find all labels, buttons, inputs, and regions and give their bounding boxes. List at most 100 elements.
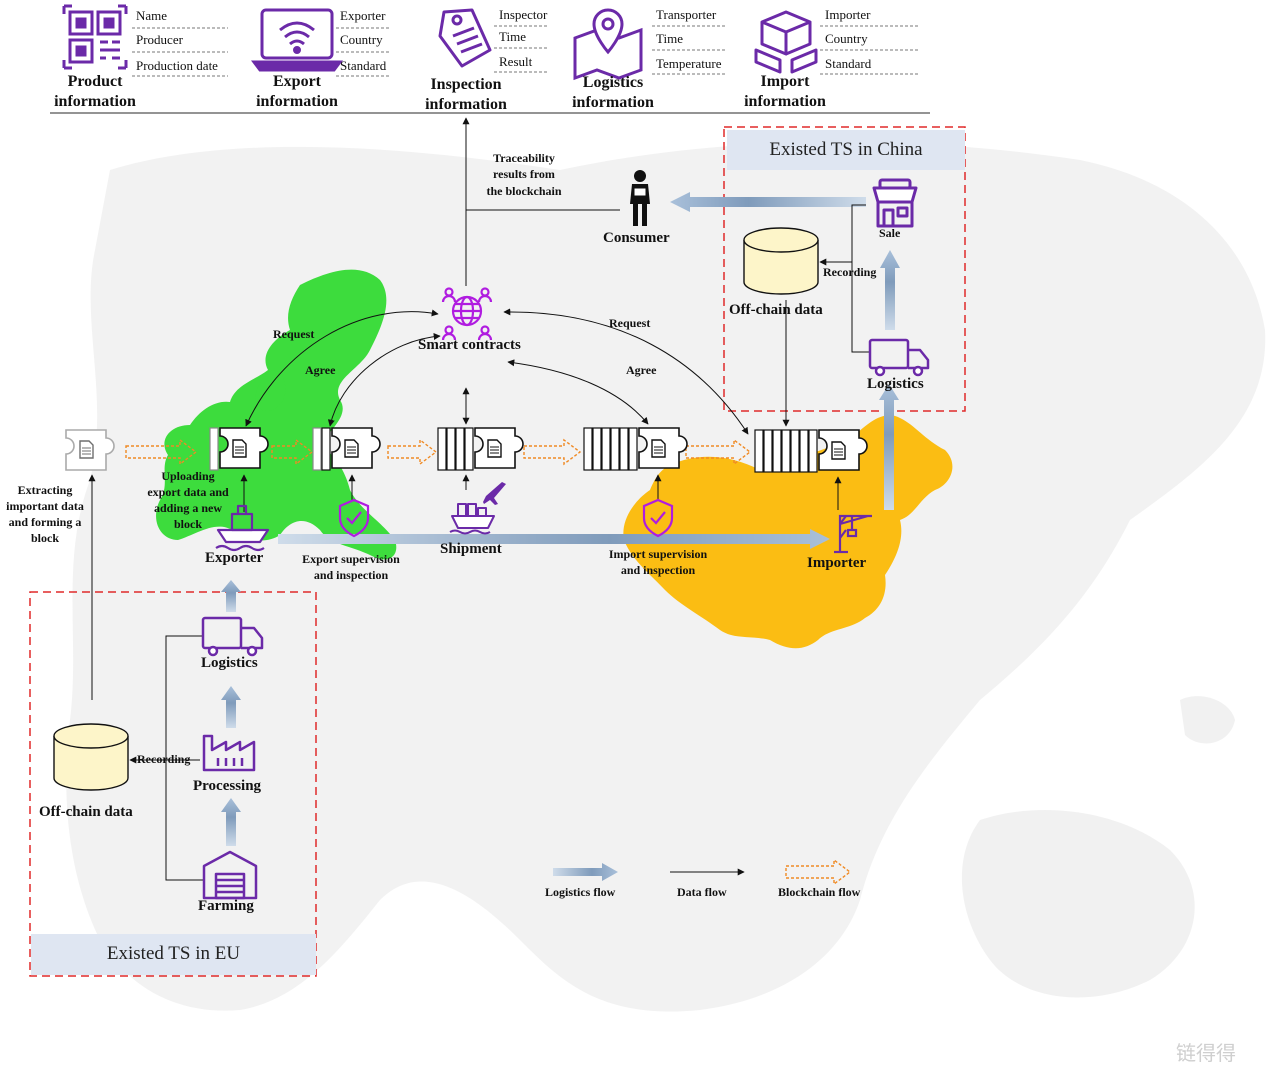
processing-label: Processing (193, 778, 262, 794)
consumer-icon (630, 170, 650, 226)
blockchain-flow-arrows (125, 438, 752, 466)
sale-label: Sale (879, 226, 901, 240)
blockchain-block-shipment (437, 427, 524, 471)
request-left-label: Request (273, 327, 315, 341)
export-field-country: Country (340, 32, 383, 47)
smart-contracts-icon (441, 287, 493, 341)
data-flow-arrows (88, 117, 870, 881)
importer-label: Importer (807, 555, 867, 571)
consumer-label: Consumer (603, 230, 670, 246)
airplane-icon (483, 482, 506, 505)
china-logistics-label: Logistics (867, 376, 924, 392)
product-title-1: Product (67, 73, 123, 90)
export-field-standard: Standard (340, 58, 387, 73)
ship-icon-exporter (215, 504, 270, 552)
eu-box-title: Existed TS in EU (31, 934, 316, 975)
blockchain-block-extract (65, 429, 115, 471)
request-right-label: Request (609, 316, 651, 330)
eu-offchain-label: Off-chain data (39, 804, 133, 820)
import-field-country: Country (825, 31, 868, 46)
logistics-field-temperature: Temperature (656, 56, 722, 71)
barn-icon (202, 850, 258, 900)
shop-icon (872, 178, 918, 228)
crane-icon (834, 514, 872, 554)
watermark: 链得得 (1176, 1041, 1236, 1065)
legend-blockchain-label: Blockchain flow (778, 885, 861, 899)
tag-icon (438, 8, 492, 68)
export-sup-line-2: and inspection (313, 568, 389, 582)
truck-icon-eu (201, 616, 264, 657)
inspection-title-2: information (425, 96, 507, 113)
extract-line-4: block (30, 531, 59, 545)
import-field-standard: Standard (825, 56, 872, 71)
china-recording-label: Recording (823, 265, 877, 279)
traceability-line-3: the blockchain (486, 184, 562, 198)
china-region (623, 415, 953, 649)
qr-code-icon (62, 4, 128, 70)
inspection-field-time: Time (499, 29, 526, 44)
blockchain-block-export (312, 427, 381, 471)
import-field-importer: Importer (825, 7, 871, 22)
map-pin-icon (573, 8, 643, 81)
eu-recording-label: Recording (137, 752, 191, 766)
logistics-field-transporter: Transporter (656, 7, 717, 22)
upload-line-4: block (173, 517, 202, 531)
product-field-producer: Producer (136, 32, 183, 47)
legend-logistics-label: Logistics flow (545, 885, 616, 899)
shield-check-icon-import (642, 498, 674, 538)
truck-icon-china (868, 338, 930, 377)
export-field-exporter: Exporter (340, 8, 386, 23)
legend-logistics-swatch (553, 863, 618, 881)
farming-label: Farming (198, 898, 254, 914)
extract-line-2: important data (6, 499, 84, 513)
blockchain-block-import (583, 427, 688, 471)
eu-ts-box (29, 591, 317, 977)
legend-blockchain-swatch (785, 858, 852, 886)
traceability-line-1: Traceability (493, 151, 555, 165)
extract-line-1: Extracting (17, 483, 73, 497)
eu-logistics-label: Logistics (201, 655, 258, 671)
upload-line-2: export data and (147, 485, 229, 499)
legend (553, 858, 852, 886)
extract-line-3: and forming a (8, 515, 82, 529)
china-box-title: Existed TS in China (727, 130, 965, 170)
info-field-dividers (132, 25, 918, 77)
database-cylinder-eu (53, 723, 129, 791)
agree-left-label: Agree (305, 363, 336, 377)
logistics-flow-arrows (221, 192, 900, 846)
boxes-icon (754, 10, 818, 74)
export-sup-line-1: Export supervision (302, 552, 400, 566)
export-title-1: Export (273, 73, 321, 90)
export-title-2: information (256, 93, 338, 110)
database-cylinder-china (743, 227, 819, 295)
china-offchain-label: Off-chain data (729, 302, 823, 318)
inspection-field-inspector: Inspector (499, 7, 548, 22)
exporter-label: Exporter (205, 550, 264, 566)
traceability-line-2: results from (493, 167, 555, 181)
product-field-date: Production date (136, 58, 218, 73)
legend-data-label: Data flow (677, 885, 727, 899)
upload-line-3: adding a new (153, 501, 223, 515)
product-field-name: Name (136, 8, 168, 23)
shipment-label: Shipment (440, 541, 502, 557)
laptop-wifi-icon (251, 8, 343, 72)
cargo-ship-icon (449, 503, 495, 535)
agree-right-label: Agree (626, 363, 657, 377)
logistics-title-1: Logistics (582, 74, 644, 91)
smart-contracts-label: Smart contracts (418, 337, 521, 353)
upload-line-1: Uploading (161, 469, 215, 483)
inspection-field-result: Result (499, 54, 533, 69)
blockchain-block-importer (754, 429, 868, 473)
inspection-title-1: Inspection (430, 76, 502, 93)
blockchain-block-upload (209, 427, 269, 471)
import-title-2: information (744, 93, 826, 110)
shield-check-icon-export (338, 498, 370, 538)
import-title-1: Import (760, 73, 810, 90)
import-sup-line-1: Import supervision (608, 547, 708, 561)
china-ts-box (723, 126, 966, 412)
logistics-field-time: Time (656, 31, 683, 46)
import-sup-line-2: and inspection (620, 563, 696, 577)
logistics-title-2: information (572, 94, 654, 111)
